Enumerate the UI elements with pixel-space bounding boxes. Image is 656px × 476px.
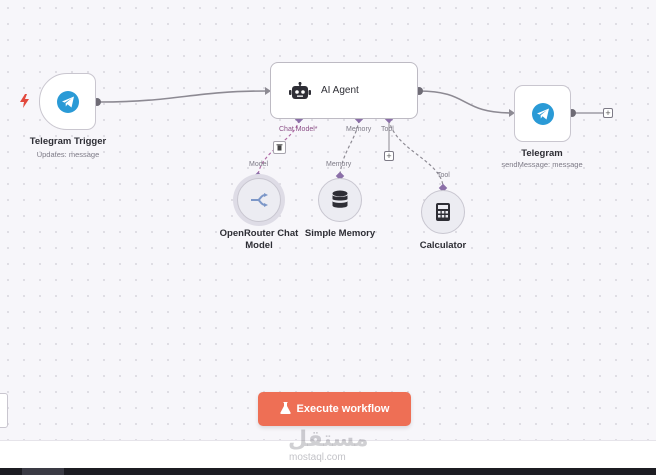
openrouter-chat-model-title-2: Model [245,240,273,251]
openrouter-chat-model-node[interactable] [237,178,281,222]
telegram-send-node[interactable] [514,85,571,142]
port-label-sub-tool: Tool [437,172,450,179]
telegram-trigger-title: Telegram Trigger [29,136,107,147]
flask-icon [279,401,291,417]
execute-workflow-button[interactable]: Execute workflow [258,392,411,426]
calculator-title: Calculator [419,240,467,251]
port-label-tool: Tool [381,126,394,133]
ai-agent-node[interactable]: AI Agent [270,62,418,119]
robot-icon [289,82,311,105]
telegram-trigger-subtitle: Updates: message [36,150,100,159]
calculator-node[interactable] [421,190,465,234]
telegram-trigger-node[interactable] [39,73,96,130]
port-label-memory: Memory [346,126,372,133]
openrouter-chat-model-title-1: OpenRouter Chat [219,228,299,239]
database-icon [332,190,348,215]
telegram-send-title: Telegram [521,148,563,159]
simple-memory-title: Simple Memory [304,228,376,239]
port-label-chat-model: Chat Model* [279,126,318,133]
openrouter-icon [249,191,269,214]
taskbar [0,468,656,475]
execute-workflow-label: Execute workflow [296,403,390,415]
watermark-arabic: مستقل [288,427,369,452]
port-label-model: Model [249,161,269,168]
trigger-bolt-icon [20,94,29,113]
add-node-after-telegram-button[interactable]: + [603,108,613,118]
telegram-icon [532,103,554,125]
ai-agent-title: AI Agent [321,85,359,96]
simple-memory-node[interactable] [318,178,362,222]
calculator-icon [436,203,450,226]
telegram-send-subtitle: sendMessage: message [501,160,583,169]
taskbar-tab[interactable] [22,468,64,475]
add-tool-button[interactable]: + [384,151,394,161]
telegram-icon [57,91,79,113]
port-label-sub-memory: Memory [326,161,352,168]
watermark-latin: mostaql.com [289,452,346,463]
trash-icon[interactable] [273,141,286,154]
side-panel-toggle[interactable] [0,393,8,428]
